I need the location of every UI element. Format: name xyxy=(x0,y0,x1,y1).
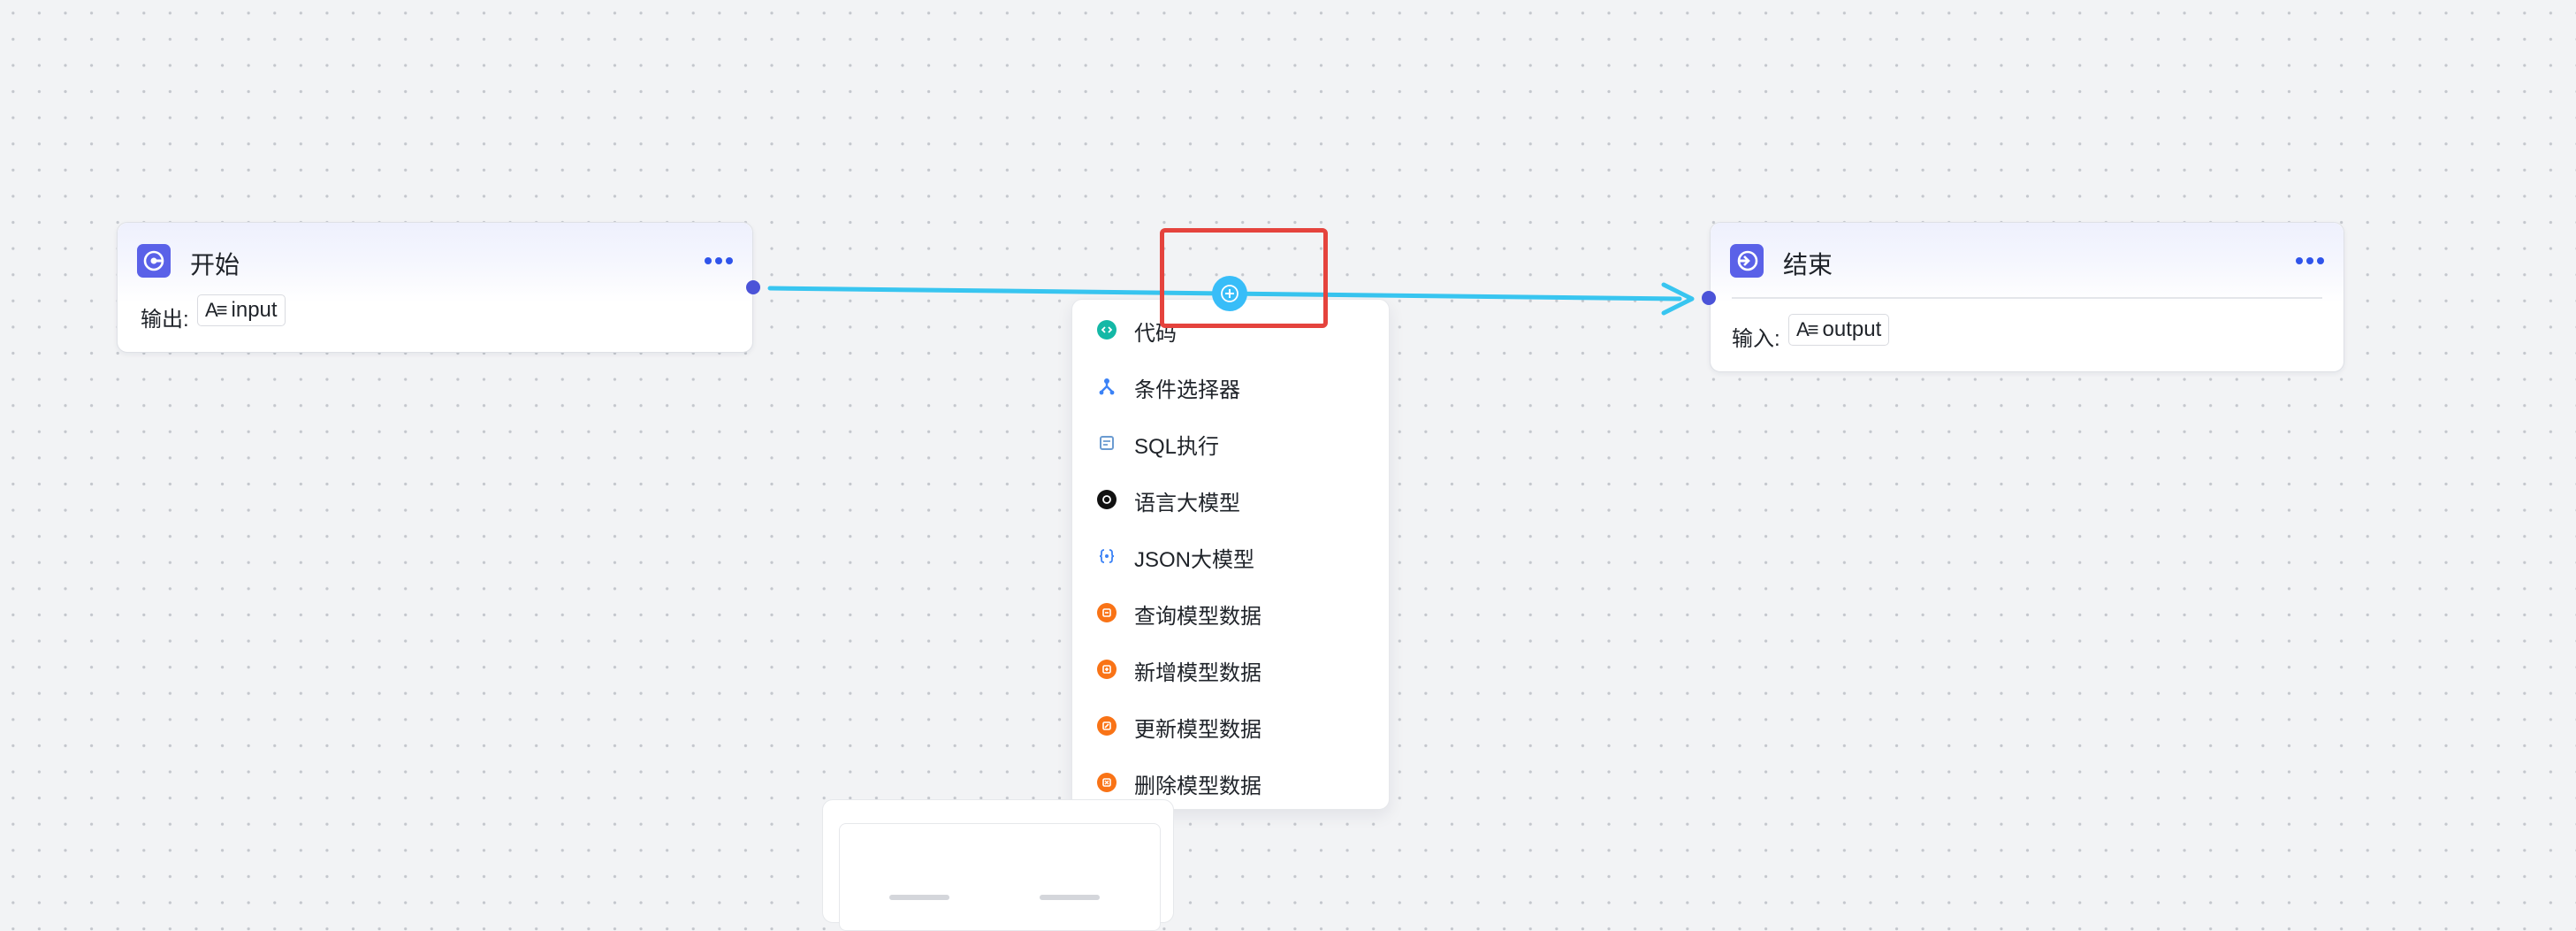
delete-data-icon xyxy=(1097,773,1117,792)
highlight-box xyxy=(1160,228,1328,328)
menu-item-label: 新增模型数据 xyxy=(1134,661,1261,685)
code-icon xyxy=(1097,320,1117,340)
menu-item-json-model[interactable]: JSON大模型 xyxy=(1072,528,1389,584)
text-type-icon: A≡ xyxy=(205,299,227,321)
minimap-node xyxy=(1040,895,1100,900)
menu-item-add-model-data[interactable]: 新增模型数据 xyxy=(1072,641,1389,698)
input-variable-tag[interactable]: A≡ output xyxy=(1788,314,1890,346)
database-icon xyxy=(1097,433,1117,453)
add-data-icon xyxy=(1097,660,1117,679)
minimap-viewport xyxy=(839,823,1161,931)
menu-item-label: JSON大模型 xyxy=(1134,548,1255,572)
json-braces-icon xyxy=(1097,546,1117,566)
input-variable-name: output xyxy=(1822,317,1882,341)
openai-icon xyxy=(1097,490,1117,509)
minimap-node xyxy=(889,895,949,900)
menu-item-query-model-data[interactable]: 查询模型数据 xyxy=(1072,584,1389,641)
plus-icon xyxy=(1221,285,1238,302)
output-variable-name: input xyxy=(231,298,278,322)
menu-item-label: 删除模型数据 xyxy=(1134,775,1261,798)
end-node[interactable]: 结束 输入: A≡ output xyxy=(1710,222,2344,372)
menu-item-language-model[interactable]: 语言大模型 xyxy=(1072,471,1389,528)
minimap-panel[interactable] xyxy=(822,799,1174,931)
end-node-divider xyxy=(1732,297,2322,299)
menu-item-label: 语言大模型 xyxy=(1134,492,1240,515)
start-node-title: 开始 xyxy=(190,251,240,279)
exit-circle-icon xyxy=(1730,244,1764,278)
menu-item-label: SQL执行 xyxy=(1134,435,1220,459)
branch-icon xyxy=(1097,377,1117,396)
start-node[interactable]: 开始 输出: A≡ input xyxy=(117,222,753,353)
menu-item-condition-selector[interactable]: 条件选择器 xyxy=(1072,358,1389,415)
add-node-button[interactable] xyxy=(1212,276,1247,311)
text-type-icon: A≡ xyxy=(1796,318,1818,340)
menu-item-delete-model-data[interactable]: 删除模型数据 xyxy=(1072,754,1389,811)
menu-item-sql-execute[interactable]: SQL执行 xyxy=(1072,415,1389,471)
start-node-source-handle[interactable] xyxy=(746,280,760,294)
output-variable-tag[interactable]: A≡ input xyxy=(197,294,286,326)
output-label: 输出: xyxy=(141,308,189,332)
menu-item-label: 条件选择器 xyxy=(1134,378,1240,402)
menu-item-label: 查询模型数据 xyxy=(1134,605,1261,629)
query-data-icon xyxy=(1097,603,1117,622)
input-label: 输入: xyxy=(1732,327,1780,351)
menu-item-update-model-data[interactable]: 更新模型数据 xyxy=(1072,698,1389,754)
end-node-title: 结束 xyxy=(1783,251,1833,279)
menu-item-label: 更新模型数据 xyxy=(1134,718,1261,742)
more-horizontal-icon[interactable] xyxy=(705,256,733,265)
node-type-menu: 代码 条件选择器 SQL执行 语言大模型 JSON大模型 查询模型数据 新增 xyxy=(1071,299,1390,810)
update-data-icon xyxy=(1097,716,1117,736)
end-node-header xyxy=(1711,223,2344,302)
start-node-header xyxy=(118,223,752,302)
end-node-target-handle[interactable] xyxy=(1702,291,1716,305)
play-circle-icon xyxy=(137,244,171,278)
more-horizontal-icon[interactable] xyxy=(2296,256,2324,265)
